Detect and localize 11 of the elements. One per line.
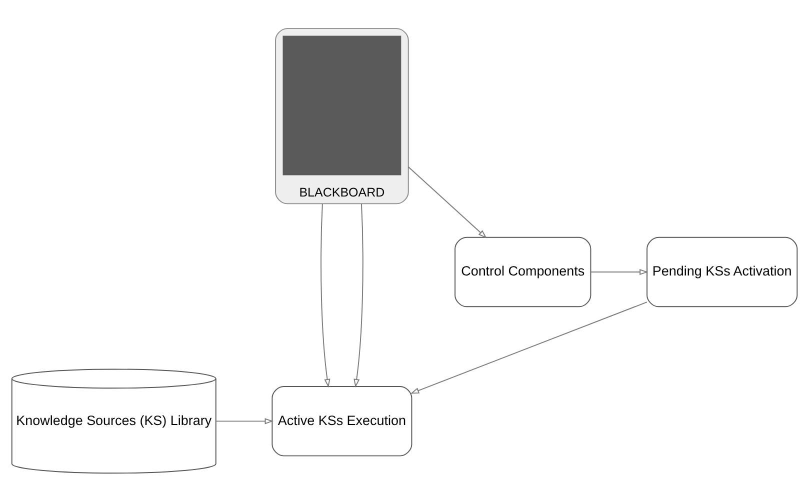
arrow (408, 166, 487, 238)
arrow (320, 202, 330, 388)
node-box: Control Components (454, 236, 592, 307)
arrow (410, 301, 648, 394)
node-box: Pending KSs Activation (646, 236, 798, 307)
arrow (354, 202, 364, 388)
arrow (590, 268, 648, 275)
node-box (282, 35, 402, 175)
arrow (215, 418, 274, 424)
cluster: BLACKBOARD (275, 28, 409, 204)
node-box: Active KSs Execution (272, 386, 412, 456)
